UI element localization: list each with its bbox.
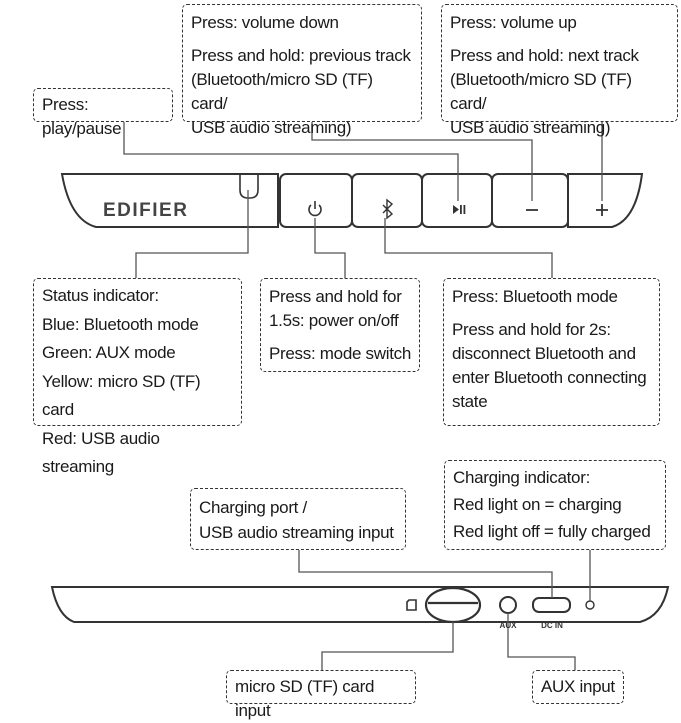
callout-charging-port: Charging port / USB audio streaming inpu… bbox=[190, 488, 406, 550]
power-icon bbox=[308, 201, 322, 217]
callout-line: Yellow: micro SD (TF) card bbox=[42, 371, 201, 420]
brand-logo: EDIFIER bbox=[103, 200, 188, 221]
callout-line: enter Bluetooth connecting bbox=[452, 368, 647, 387]
callout-bluetooth: Press: Bluetooth mode Press and hold for… bbox=[443, 278, 660, 426]
callout-line: 1.5s: power on/off bbox=[269, 311, 399, 330]
callout-line: Press: volume up bbox=[450, 13, 577, 32]
callout-line: Press and hold: previous track bbox=[191, 46, 411, 65]
callout-line: USB audio streaming) bbox=[450, 118, 611, 137]
callout-line: Charging port / bbox=[199, 498, 307, 517]
callout-line: Press and hold: next track bbox=[450, 46, 639, 65]
callout-line: Press: Bluetooth mode bbox=[452, 287, 618, 306]
callout-volume-up: Press: volume up Press and hold: next tr… bbox=[441, 4, 678, 137]
callout-status-indicator: Status indicator: Blue: Bluetooth mode G… bbox=[33, 278, 242, 476]
callout-line: USB audio streaming) bbox=[191, 118, 352, 137]
callout-line: (Bluetooth/micro SD (TF) card/ bbox=[191, 70, 373, 113]
callout-line: Press: mode switch bbox=[269, 344, 411, 363]
callout-line: disconnect Bluetooth and bbox=[452, 344, 636, 363]
callout-line: (Bluetooth/micro SD (TF) card/ bbox=[450, 70, 632, 113]
top-button-volume-up[interactable] bbox=[567, 173, 644, 228]
dc-in-port-label: DC IN bbox=[541, 621, 563, 630]
callout-line: Press: volume down bbox=[191, 13, 339, 32]
callout-line: Red: USB audio streaming bbox=[42, 428, 160, 477]
callout-line: USB audio streaming input bbox=[199, 523, 394, 542]
sd-card-icon bbox=[406, 599, 417, 611]
bluetooth-icon bbox=[382, 198, 394, 220]
callout-play-pause: Press: play/pause bbox=[33, 88, 173, 138]
charging-led bbox=[585, 600, 595, 610]
callout-line: Press and hold for 2s: bbox=[452, 320, 611, 339]
callout-line: Green: AUX mode bbox=[42, 343, 176, 362]
callout-line: Red light on = charging bbox=[453, 495, 622, 514]
top-button-power[interactable] bbox=[279, 173, 353, 228]
callout-line: Red light off = fully charged bbox=[453, 522, 651, 541]
top-button-volume-down[interactable] bbox=[491, 173, 569, 228]
aux-port-label: AUX bbox=[500, 621, 518, 630]
callout-line: micro SD (TF) card input bbox=[235, 677, 375, 720]
top-connector-lines bbox=[123, 122, 603, 278]
bottom-connector-lines bbox=[298, 550, 591, 670]
play-pause-icon bbox=[453, 205, 466, 214]
callout-volume-down: Press: volume down Press and hold: previ… bbox=[182, 4, 422, 137]
top-device-body bbox=[60, 173, 279, 228]
callout-line: Press: play/pause bbox=[42, 95, 122, 138]
callout-charging-indicator: Charging indicator: Red light on = charg… bbox=[444, 460, 666, 550]
aux-jack[interactable] bbox=[499, 596, 517, 614]
top-button-play-pause[interactable] bbox=[421, 173, 493, 228]
callout-line: AUX input bbox=[541, 677, 615, 696]
callout-line: state bbox=[452, 392, 488, 411]
callout-micro-sd: micro SD (TF) card input bbox=[226, 670, 416, 720]
callout-line: Status indicator: bbox=[42, 286, 159, 305]
bottom-device-body bbox=[50, 586, 670, 623]
micro-sd-slot[interactable] bbox=[424, 586, 482, 624]
callout-aux-input: AUX input bbox=[532, 670, 624, 704]
callout-power: Press and hold for 1.5s: power on/off Pr… bbox=[260, 278, 420, 372]
callout-line: Blue: Bluetooth mode bbox=[42, 314, 199, 334]
callout-line: Press and hold for bbox=[269, 287, 402, 306]
dc-in-port[interactable] bbox=[532, 597, 571, 613]
plus-icon bbox=[596, 204, 608, 216]
callout-line: Charging indicator: bbox=[453, 468, 590, 487]
